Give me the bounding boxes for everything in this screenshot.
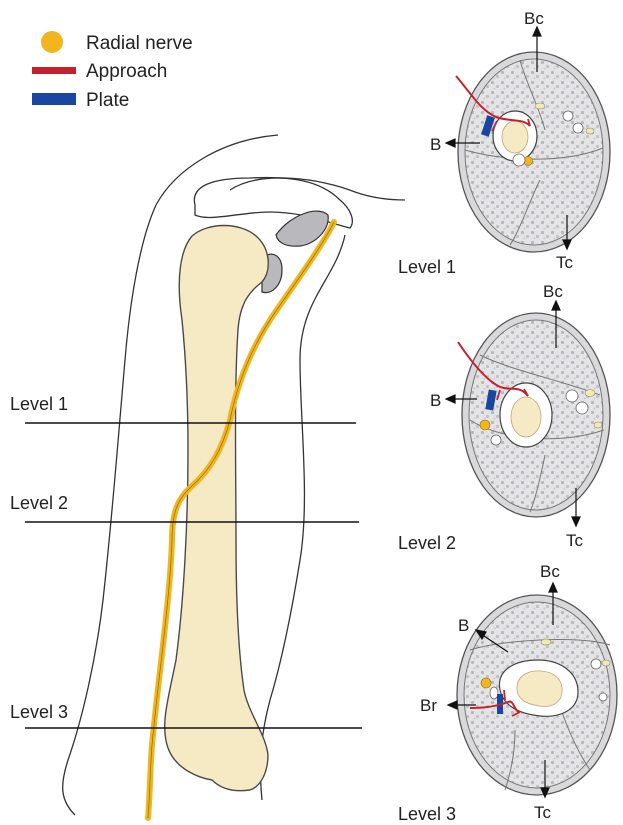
- section-3-vessel: [490, 687, 498, 699]
- radial-nerve-legend-label: Radial nerve: [86, 33, 193, 54]
- section-3-marrow: [517, 671, 562, 707]
- plate-legend-label: Plate: [86, 90, 129, 111]
- legend: Radial nerve Approach Plate: [32, 31, 193, 111]
- section-3-yellow-node-b: [602, 660, 610, 666]
- cross-section-level-2: [458, 313, 610, 517]
- level-2-label: Level 2: [10, 493, 68, 513]
- section-2-vessel-c: [491, 435, 501, 445]
- section-2-yellow-node: [585, 390, 595, 397]
- section-2-vessel-b: [576, 402, 588, 414]
- section-3-bc-label: Bc: [540, 562, 560, 581]
- section-1-yellow-node-b: [586, 128, 594, 134]
- section-1-bc-label: Bc: [524, 9, 544, 28]
- section-1-muscle: [465, 59, 603, 245]
- section-2-bc-label: Bc: [543, 282, 563, 301]
- cross-section-level-3: [457, 595, 617, 795]
- section-3-br-label: Br: [420, 696, 437, 715]
- level-3-label: Level 3: [10, 702, 68, 722]
- approach-legend-swatch: [32, 67, 76, 74]
- section-3-nerve-dot: [481, 678, 491, 688]
- section-1-vessel: [513, 154, 525, 166]
- section-2-caption: Level 2: [398, 533, 456, 553]
- section-1-vessel-b: [563, 111, 573, 121]
- section-1-caption: Level 1: [398, 257, 456, 277]
- section-2-vessel: [566, 390, 578, 402]
- section-2-nerve-dot: [480, 420, 490, 430]
- radial-nerve-legend-swatch: [41, 31, 63, 53]
- humerus-bone: [165, 226, 269, 791]
- section-3-caption: Level 3: [398, 804, 456, 824]
- plate-legend-swatch: [32, 93, 76, 105]
- section-1-vessel-c: [573, 123, 583, 133]
- arm-illustration: [63, 135, 405, 818]
- approach-legend-label: Approach: [86, 61, 167, 82]
- section-1-marrow: [502, 121, 528, 153]
- section-2-b-label: B: [430, 391, 441, 410]
- section-2-yellow-node-b: [594, 422, 602, 428]
- arm-outline: [63, 205, 156, 815]
- cross-section-level-1: [456, 52, 610, 252]
- section-1-tc-label: Tc: [556, 253, 574, 272]
- section-1-yellow-node: [535, 103, 545, 109]
- section-3-vessel-c: [599, 693, 607, 701]
- section-3-tc-label: Tc: [534, 803, 552, 822]
- section-1-b-label: B: [430, 135, 441, 154]
- section-2-tc-label: Tc: [566, 531, 584, 550]
- section-3-yellow-node: [541, 639, 551, 645]
- section-3-b-label: B: [458, 616, 469, 635]
- section-3-vessel-b: [591, 659, 601, 669]
- section-2-marrow: [511, 397, 541, 437]
- level-1-label: Level 1: [10, 394, 68, 414]
